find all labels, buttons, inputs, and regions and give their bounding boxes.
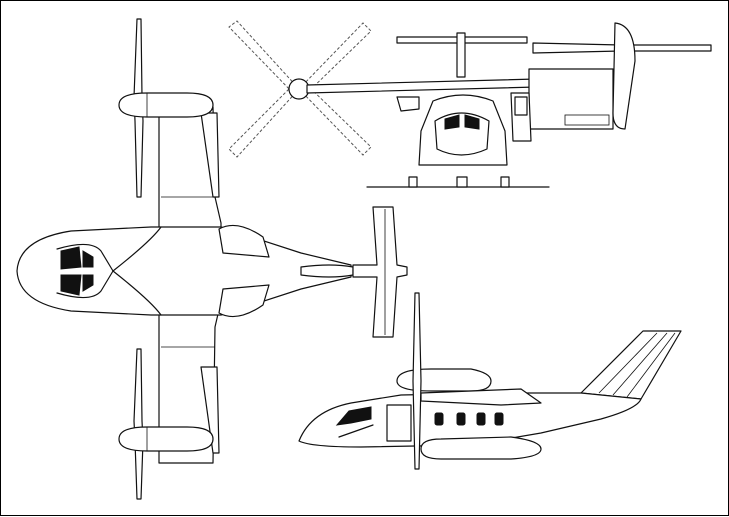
- front-tail-fin: [456, 32, 466, 78]
- front-nacelle-panel: [564, 114, 610, 126]
- front-rotor-blade-1: [228, 20, 300, 94]
- plan-windshield-left: [60, 246, 82, 270]
- side-fuselage: [298, 392, 642, 448]
- front-rotor-blade-4: [298, 82, 372, 156]
- side-propeller: [412, 292, 422, 470]
- front-windshield-right: [464, 114, 480, 130]
- front-rotor-dashed: [228, 20, 372, 158]
- plan-upper-sponson: [218, 224, 270, 258]
- side-door: [386, 404, 412, 442]
- side-passenger-windows: [434, 412, 504, 426]
- plan-tail-fin: [300, 264, 354, 278]
- plan-side-window-lower: [82, 274, 94, 292]
- front-right-gear-door: [514, 96, 528, 116]
- side-nacelle: [396, 368, 492, 392]
- side-view: [298, 292, 682, 470]
- side-tail-stripe-3: [626, 332, 676, 398]
- plan-lower-wing-fairing: [200, 366, 220, 454]
- side-tail-stripe-1: [598, 332, 658, 394]
- side-sponson: [420, 436, 542, 460]
- plan-lower-nacelle: [118, 426, 214, 452]
- side-cockpit-window: [335, 406, 372, 426]
- plan-wing-root-lower: [112, 270, 162, 316]
- plan-lower-sponson: [218, 284, 270, 318]
- front-rotor-blade-3: [228, 84, 300, 158]
- plan-view: [16, 18, 408, 500]
- front-right-nacelle: [528, 68, 614, 130]
- front-windshield-left: [444, 114, 460, 130]
- plan-upper-wing-fairing: [200, 112, 220, 198]
- side-vertical-tail: [580, 330, 682, 400]
- plan-horizontal-tail: [352, 206, 408, 338]
- plan-windshield-right: [60, 274, 82, 296]
- front-right-spinner: [612, 22, 636, 130]
- side-tail-stripe-2: [612, 332, 668, 396]
- front-left-sponson: [396, 96, 420, 112]
- plan-lower-propeller: [133, 348, 144, 500]
- front-landing-gear: [408, 176, 510, 188]
- side-cockpit-line: [338, 424, 374, 438]
- plan-upper-nacelle: [118, 92, 214, 118]
- front-left-spinner: [288, 78, 310, 100]
- front-view: [228, 20, 712, 188]
- front-canopy: [434, 112, 490, 156]
- plan-side-window-upper: [82, 250, 94, 268]
- plan-wing-root-upper: [112, 226, 162, 272]
- front-fuselage: [418, 94, 508, 166]
- front-rotor-blade-2: [298, 22, 372, 96]
